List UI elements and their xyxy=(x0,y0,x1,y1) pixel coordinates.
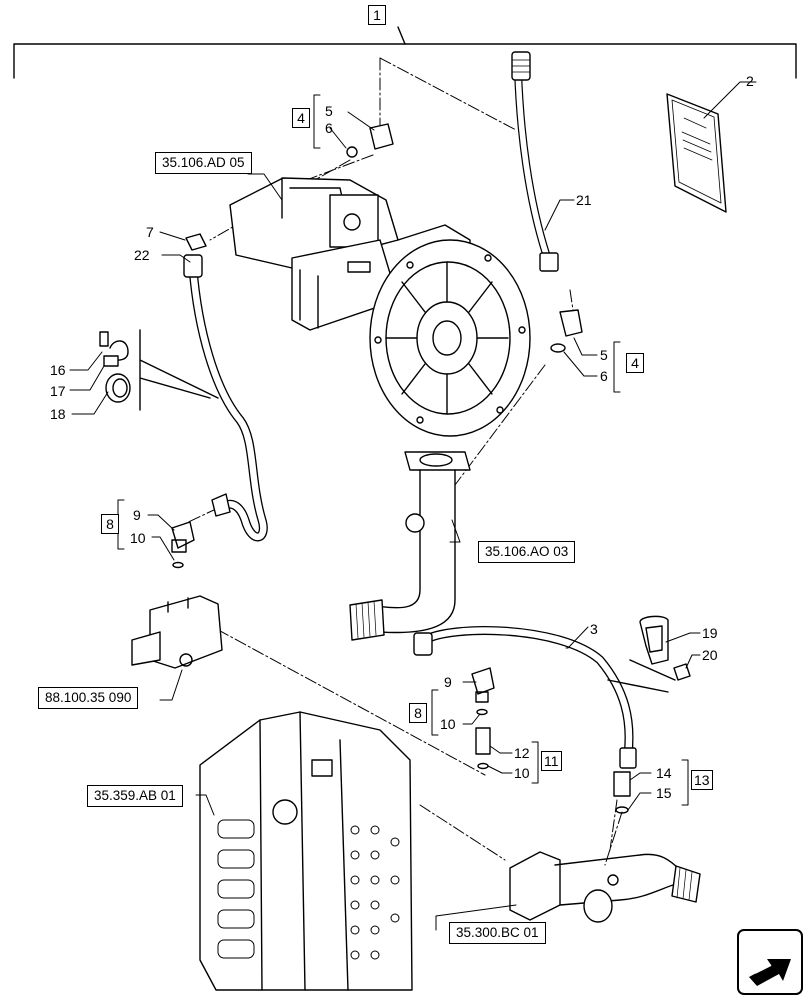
kit-box-4[interactable]: 4 xyxy=(292,108,310,128)
kit-box-13[interactable]: 13 xyxy=(691,770,713,790)
next-page-arrow-icon xyxy=(737,929,803,995)
reference-inlet-tube[interactable]: 35.106.AO 03 xyxy=(478,541,576,563)
operators-manual-booklet xyxy=(666,93,727,213)
part-label-10[interactable]: 10 xyxy=(514,765,530,781)
elbow-fitting-top xyxy=(346,123,394,158)
part-label-19[interactable]: 19 xyxy=(702,625,718,641)
kit-box-11[interactable]: 11 xyxy=(541,751,562,771)
reference-pump[interactable]: 35.106.AD 05 xyxy=(155,152,252,174)
part-label-2[interactable]: 2 xyxy=(746,73,754,89)
part-label-16[interactable]: 16 xyxy=(50,362,66,378)
part-label-7[interactable]: 7 xyxy=(146,224,154,240)
part-label-14[interactable]: 14 xyxy=(656,765,672,781)
kit-box-8[interactable]: 8 xyxy=(409,703,427,723)
hose-21 xyxy=(511,51,559,272)
part-label-10[interactable]: 10 xyxy=(130,530,146,546)
part-label-9[interactable]: 9 xyxy=(133,507,141,523)
main-control-valve xyxy=(199,711,413,991)
part-label-22[interactable]: 22 xyxy=(134,247,150,263)
reference-small-valve[interactable]: 88.100.35 090 xyxy=(38,687,139,709)
part-label-12[interactable]: 12 xyxy=(514,745,530,761)
hose-22 xyxy=(183,233,268,542)
part-label-17[interactable]: 17 xyxy=(50,383,66,399)
small-control-valve xyxy=(131,595,223,669)
part-label-5[interactable]: 5 xyxy=(600,347,608,363)
part-label-15[interactable]: 15 xyxy=(656,785,672,801)
elbow-fitting-left xyxy=(171,521,195,569)
assembly-bracket xyxy=(13,26,797,79)
part-label-3[interactable]: 3 xyxy=(590,621,598,637)
lifting-handle xyxy=(629,615,691,681)
elbow-fitting-right xyxy=(550,309,583,353)
kit-box-4[interactable]: 4 xyxy=(626,353,644,373)
suction-tube xyxy=(349,451,471,641)
part-label-18[interactable]: 18 xyxy=(50,406,66,422)
part-label-9[interactable]: 9 xyxy=(444,674,452,690)
next-page-button[interactable] xyxy=(737,929,803,995)
part-label-10[interactable]: 10 xyxy=(440,716,456,732)
part-label-6[interactable]: 6 xyxy=(600,368,608,384)
straight-fitting xyxy=(613,771,631,814)
reference-control-valve[interactable]: 35.359.AB 01 xyxy=(87,785,183,807)
outlet-tube xyxy=(509,851,701,923)
part-label-21[interactable]: 21 xyxy=(576,192,592,208)
kit-box-8[interactable]: 8 xyxy=(101,514,119,534)
elbow-fitting-center xyxy=(471,667,495,770)
reference-outlet-tube[interactable]: 35.300.BC 01 xyxy=(449,922,546,944)
hose-3 xyxy=(413,626,669,769)
part-label-6[interactable]: 6 xyxy=(325,120,333,136)
part-label-20[interactable]: 20 xyxy=(702,647,718,663)
part-label-5[interactable]: 5 xyxy=(325,103,333,119)
assembly-number-box[interactable]: 1 xyxy=(368,5,386,25)
hose-clamp-set xyxy=(99,329,219,411)
hydraulic-pump xyxy=(229,177,531,437)
